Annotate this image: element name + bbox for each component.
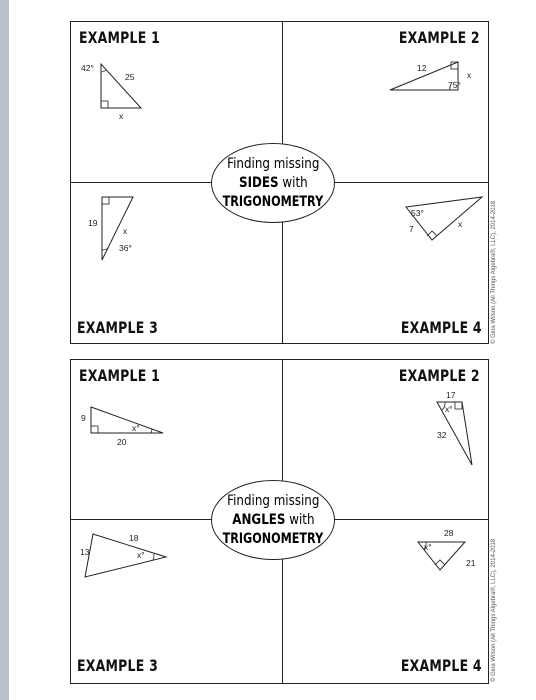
triangle-figure-2: 12 75° x [389, 61, 472, 91]
unknown-label: x [119, 111, 124, 121]
unknown-label: x° [424, 542, 432, 552]
title-line-3: TRIGONOMETRY [222, 193, 324, 210]
example-3-label: EXAMPLE 3 [77, 318, 158, 337]
triangle-figure-4: 53° 7 x [405, 196, 484, 241]
triangle-figure-3: 19 x 36° [88, 196, 134, 261]
title-with: with [285, 511, 315, 528]
example-1-label: EXAMPLE 1 [79, 366, 160, 385]
angle-label: 36° [119, 243, 132, 253]
unknown-label: x° [137, 550, 145, 560]
unknown-label: x° [132, 423, 140, 433]
side-a-label: 18 [129, 533, 139, 543]
side-a-label: 17 [446, 390, 456, 400]
unknown-label: x [458, 219, 463, 229]
triangle-figure-4: 28 x° 21 [416, 528, 476, 571]
title-with: with [278, 174, 308, 191]
unknown-label: x [467, 70, 472, 80]
title-keyword: SIDES [238, 174, 279, 191]
hypotenuse-label: 25 [125, 72, 135, 82]
angle-label: 53° [411, 208, 424, 218]
example-4-label: EXAMPLE 4 [401, 318, 482, 337]
side-b-label: 20 [117, 437, 127, 447]
side-a-label: 9 [81, 413, 86, 423]
side-label: 19 [88, 218, 98, 228]
side-b-label: 32 [437, 430, 447, 440]
triangle-figure-3: 18 13 x° [80, 533, 168, 578]
triangle-figure-1: 42° 25 x [81, 62, 143, 121]
unknown-label: x [123, 226, 128, 236]
title-keyword: ANGLES [231, 511, 286, 528]
title-line-1: Finding missing [226, 155, 320, 172]
unknown-label: x° [445, 404, 453, 414]
example-3-label: EXAMPLE 3 [77, 656, 158, 675]
copyright-text: © Gina Wilson (All Things Algebra®, LLC)… [491, 538, 497, 682]
side-b-label: 21 [466, 558, 476, 568]
angle-label: 75° [448, 80, 461, 90]
title-oval: Finding missing ANGLES with TRIGONOMETRY [211, 480, 335, 560]
title-line-2: SIDES with [239, 174, 308, 193]
side-b-label: 13 [80, 547, 90, 557]
triangle-figure-2: 17 x° 32 [436, 390, 473, 466]
title-line-1: Finding missing [226, 492, 320, 509]
example-1-label: EXAMPLE 1 [79, 28, 160, 47]
angles-foldable-panel: EXAMPLE 1 EXAMPLE 2 EXAMPLE 3 EXAMPLE 4 … [70, 359, 489, 684]
sides-foldable-panel: EXAMPLE 1 EXAMPLE 2 EXAMPLE 3 EXAMPLE 4 … [70, 21, 489, 344]
example-2-label: EXAMPLE 2 [399, 366, 480, 385]
left-edge-bar [0, 0, 9, 700]
title-oval: Finding missing SIDES with TRIGONOMETRY [211, 143, 335, 223]
title-line-3: TRIGONOMETRY [222, 530, 324, 547]
example-4-label: EXAMPLE 4 [401, 656, 482, 675]
angle-label: 42° [81, 63, 94, 73]
triangle-figure-1: 9 20 x° [81, 406, 164, 447]
side-label: 12 [417, 63, 427, 73]
title-line-2: ANGLES with [232, 511, 314, 530]
copyright-text: © Gina Wilson (All Things Algebra®, LLC)… [491, 200, 497, 344]
example-2-label: EXAMPLE 2 [399, 28, 480, 47]
side-label: 7 [409, 224, 414, 234]
side-a-label: 28 [444, 528, 454, 538]
